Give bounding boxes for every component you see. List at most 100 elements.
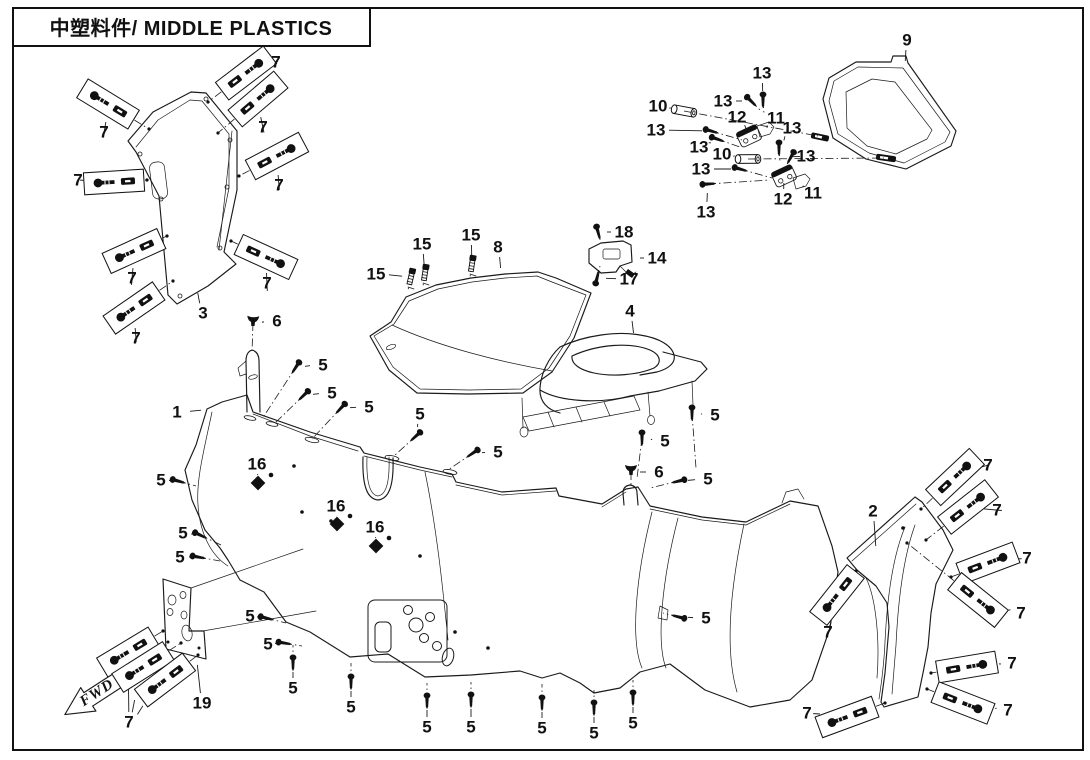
mount-hole-dot [179, 641, 183, 645]
callout-leader-line [388, 274, 403, 277]
callout-leader-line [277, 174, 280, 190]
assembly-axis-line [683, 110, 819, 137]
callout-label-11: 11 [767, 109, 785, 128]
assembly-axis-line [707, 179, 771, 185]
bolt-icon [407, 427, 425, 445]
callout-label-5: 5 [703, 470, 712, 489]
callout-label-5: 5 [628, 714, 637, 733]
callout-leader-line [668, 129, 703, 132]
mount-hole-dot [905, 541, 909, 545]
flange-slot [248, 374, 258, 380]
mount-hole-dot [147, 127, 151, 131]
callout-leader-line [904, 49, 907, 62]
boxscrew-icon [76, 78, 140, 130]
bolt-icon [730, 163, 749, 175]
mount-hole-dot [161, 629, 165, 633]
panel-top-ridge [851, 503, 917, 562]
panel-inner-line [373, 275, 587, 391]
callout-leader-line [131, 267, 134, 285]
mount-hole-dot [929, 671, 933, 675]
side-screw-ear [657, 605, 669, 621]
callout-label-16: 16 [327, 497, 346, 516]
panel-slot [385, 343, 397, 351]
mount-hole-dot [924, 538, 928, 542]
callout-label-5: 5 [537, 719, 546, 738]
callout-label-5: 5 [466, 718, 475, 737]
callout-label-5: 5 [422, 718, 431, 737]
part-4-tray [519, 332, 708, 438]
edge-slots [243, 415, 458, 475]
boxscrew-icon [809, 564, 865, 626]
callout-label-5: 5 [415, 405, 424, 424]
bolt-icon [467, 691, 475, 709]
face-fold-line [424, 471, 449, 641]
callout-label-8: 8 [493, 238, 502, 257]
part-19-bracket [162, 548, 317, 660]
callout-label-10: 10 [649, 97, 668, 116]
mount-hole-dot [196, 653, 200, 657]
part-3-pillar-panel [127, 91, 238, 305]
bolt-icon [638, 429, 646, 447]
callout-leader-line [984, 508, 1002, 511]
stud-icon [420, 263, 431, 282]
callout-leader-line [744, 124, 747, 130]
rivet-flange-a-hook [237, 360, 247, 377]
cover-recess-line [845, 78, 933, 155]
callout-leader-line [312, 393, 320, 395]
mount-hole-dot [206, 100, 210, 104]
callout-label-7: 7 [258, 118, 267, 137]
callout-leader-line [783, 136, 786, 141]
boxscrew-icon [935, 650, 999, 684]
mount-hole-dot [171, 279, 175, 283]
rivet-flange-b [622, 484, 639, 506]
callout-leader-line [802, 185, 804, 188]
part-14-bracket [588, 240, 637, 278]
callout-leader-line [131, 699, 136, 713]
callout-leader-line [134, 327, 137, 342]
callout-label-7: 7 [992, 501, 1001, 520]
callout-label-5: 5 [493, 443, 502, 462]
callout-label-5: 5 [346, 698, 355, 717]
callout-label-7: 7 [262, 274, 271, 293]
callout-label-1: 1 [172, 403, 181, 422]
callout-label-9: 9 [902, 31, 911, 50]
face-holes [292, 464, 490, 650]
callout-label-5: 5 [318, 356, 327, 375]
bottom-cutouts [367, 599, 455, 667]
callout-label-11: 11 [804, 184, 822, 203]
panel-hole [901, 526, 905, 530]
cover-inner-line [828, 66, 951, 164]
boxscrew-icon [947, 572, 1009, 628]
callout-label-7: 7 [124, 713, 133, 732]
callout-label-13: 13 [692, 160, 711, 179]
bolt-icon [775, 139, 783, 157]
mount-hole-dot [165, 234, 169, 238]
callout-label-6: 6 [272, 312, 281, 331]
rivet-icon [625, 465, 637, 475]
callout-leader-line [197, 292, 201, 304]
bolt-icon [256, 612, 275, 624]
callout-label-7: 7 [1022, 549, 1031, 568]
part-2-side-panel [846, 496, 954, 708]
callout-leader-line [650, 438, 653, 441]
page-title: 中塑料件/ MIDDLE PLASTICS [50, 16, 333, 40]
bolt-icon [591, 269, 603, 288]
cover-outline [822, 55, 957, 170]
panel-outline [127, 91, 238, 305]
panel-flange-line [218, 130, 233, 251]
rivet-flange-a [245, 349, 261, 413]
cover-hinge-mark [810, 132, 830, 142]
bolt-icon [592, 222, 604, 241]
mount-lines [190, 548, 317, 632]
stud-tabs [407, 273, 477, 290]
callout-label-7: 7 [802, 704, 811, 723]
callout-leader-line [687, 479, 696, 481]
bolt-icon [189, 552, 207, 562]
part-8-panel [369, 271, 592, 395]
callout-label-5: 5 [660, 432, 669, 451]
callout-leader-line [189, 409, 202, 412]
stud-icon [405, 267, 417, 286]
mount-hole-dot [216, 131, 220, 135]
